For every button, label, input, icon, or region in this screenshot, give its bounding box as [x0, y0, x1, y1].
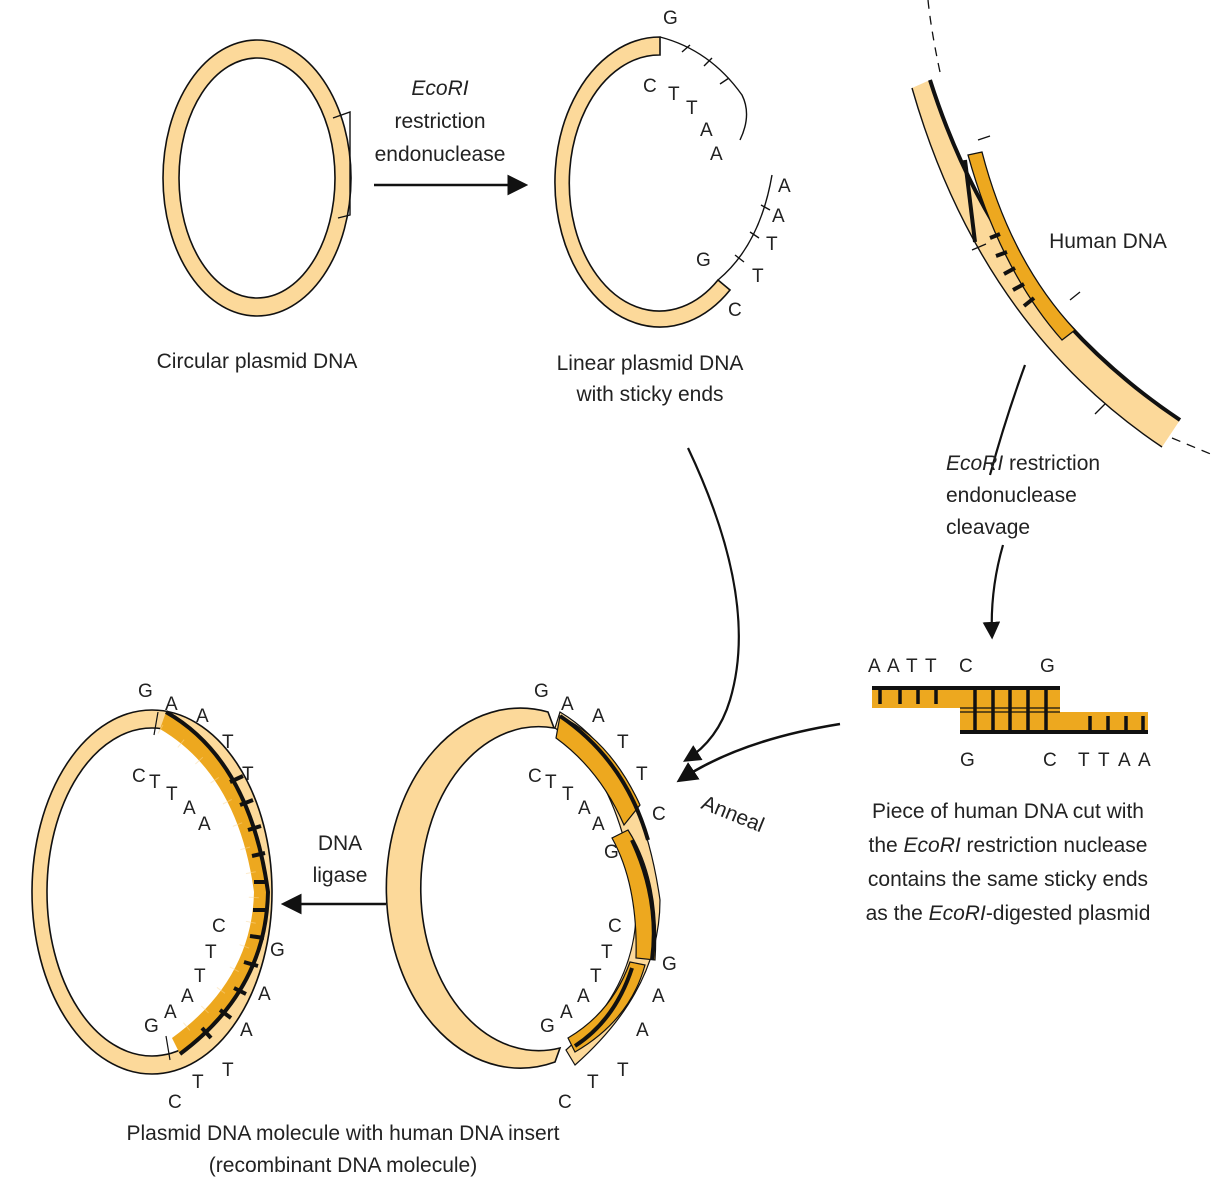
base-a: A	[772, 206, 785, 227]
base-t: T	[205, 942, 217, 963]
base-a: A	[636, 1020, 649, 1041]
base-t: T	[686, 98, 698, 119]
base-t: T	[617, 1060, 629, 1081]
base-t: T	[601, 942, 613, 963]
base-t: T	[617, 732, 629, 753]
base-a: A	[577, 986, 590, 1007]
base-a: A	[198, 814, 211, 835]
human-dna-strand	[912, 0, 1213, 455]
recombinant-label-1: Plasmid DNA molecule with human DNA inse…	[126, 1122, 559, 1145]
base-t: T	[590, 966, 602, 987]
piece-label-1: Piece of human DNA cut with	[872, 800, 1144, 823]
base-a: A	[164, 1002, 177, 1023]
base-a: A	[196, 706, 209, 727]
base-c: C	[528, 766, 542, 787]
linear-plasmid-label-2: with sticky ends	[575, 383, 723, 406]
piece-label-2: the EcoRI restriction nuclease	[869, 834, 1148, 857]
anneal-label: Anneal	[698, 791, 767, 837]
annealed-plasmid	[386, 708, 660, 1068]
piece-label-4: as the EcoRI-digested plasmid	[866, 902, 1151, 925]
linear-plasmid-label-1: Linear plasmid DNA	[557, 352, 744, 375]
base-t: T	[242, 764, 254, 785]
base-a: A	[165, 694, 178, 715]
base-g: G	[144, 1016, 159, 1037]
base-t: T	[166, 784, 178, 805]
base-c: C	[959, 656, 973, 677]
base-c: C	[643, 76, 657, 97]
ligase-label-2: ligase	[313, 864, 368, 887]
base-c: C	[652, 804, 666, 825]
base-a: A	[887, 656, 900, 677]
base-c: C	[212, 916, 226, 937]
base-a: A	[258, 984, 271, 1005]
base-a: A	[1138, 750, 1151, 771]
base-c: C	[132, 766, 146, 787]
base-g: G	[1040, 656, 1055, 677]
base-c: C	[728, 300, 742, 321]
arrow-from-plasmid	[686, 448, 739, 760]
base-t: T	[906, 656, 918, 677]
base-t: T	[545, 772, 557, 793]
base-a: A	[592, 706, 605, 727]
circular-plasmid-label: Circular plasmid DNA	[157, 350, 358, 373]
circular-plasmid	[163, 40, 351, 316]
base-c: C	[608, 916, 622, 937]
base-a: A	[240, 1020, 253, 1041]
enzyme-label: EcoRI	[411, 77, 468, 100]
base-a: A	[710, 144, 723, 165]
base-t: T	[587, 1072, 599, 1093]
base-g: G	[540, 1016, 555, 1037]
base-a: A	[183, 798, 196, 819]
base-t: T	[752, 266, 764, 287]
base-a: A	[578, 798, 591, 819]
base-c: C	[168, 1092, 182, 1113]
ligase-label-1: DNA	[318, 832, 362, 855]
piece-label-3: contains the same sticky ends	[868, 868, 1148, 891]
base-g: G	[696, 250, 711, 271]
base-a: A	[1118, 750, 1131, 771]
base-t: T	[192, 1072, 204, 1093]
base-t: T	[668, 84, 680, 105]
base-t: T	[766, 234, 778, 255]
human-dna-label: Human DNA	[1049, 230, 1167, 253]
base-t: T	[149, 772, 161, 793]
base-g: G	[662, 954, 677, 975]
base-t: T	[562, 784, 574, 805]
base-a: A	[868, 656, 881, 677]
base-a: A	[700, 120, 713, 141]
base-a: A	[592, 814, 605, 835]
endonuclease-label: endonuclease	[375, 143, 506, 166]
base-c: C	[558, 1092, 572, 1113]
cleavage-endonuclease-label: endonuclease	[946, 484, 1077, 507]
base-g: G	[663, 8, 678, 29]
recombinant-label-2: (recombinant DNA molecule)	[209, 1154, 477, 1177]
base-t: T	[925, 656, 937, 677]
base-a: A	[778, 176, 791, 197]
base-t: T	[222, 732, 234, 753]
base-t: T	[194, 966, 206, 987]
base-g: G	[960, 750, 975, 771]
base-g: G	[604, 842, 619, 863]
base-a: A	[181, 986, 194, 1007]
arrow-cleave	[992, 545, 1003, 636]
base-c: C	[1043, 750, 1057, 771]
base-t: T	[636, 764, 648, 785]
arrow-from-human-dna	[680, 724, 840, 780]
base-g: G	[534, 681, 549, 702]
restriction-label: restriction	[394, 110, 485, 133]
base-t: T	[222, 1060, 234, 1081]
linear-plasmid	[555, 37, 772, 327]
cleavage-label: cleavage	[946, 516, 1030, 539]
cut-human-dna-piece	[872, 688, 1148, 732]
base-t: T	[1078, 750, 1090, 771]
base-a: A	[561, 694, 574, 715]
cleavage-enzyme-line: EcoRI restriction	[946, 452, 1100, 475]
base-a: A	[652, 986, 665, 1007]
base-g: G	[270, 940, 285, 961]
base-t: T	[1098, 750, 1110, 771]
base-a: A	[560, 1002, 573, 1023]
base-g: G	[138, 681, 153, 702]
